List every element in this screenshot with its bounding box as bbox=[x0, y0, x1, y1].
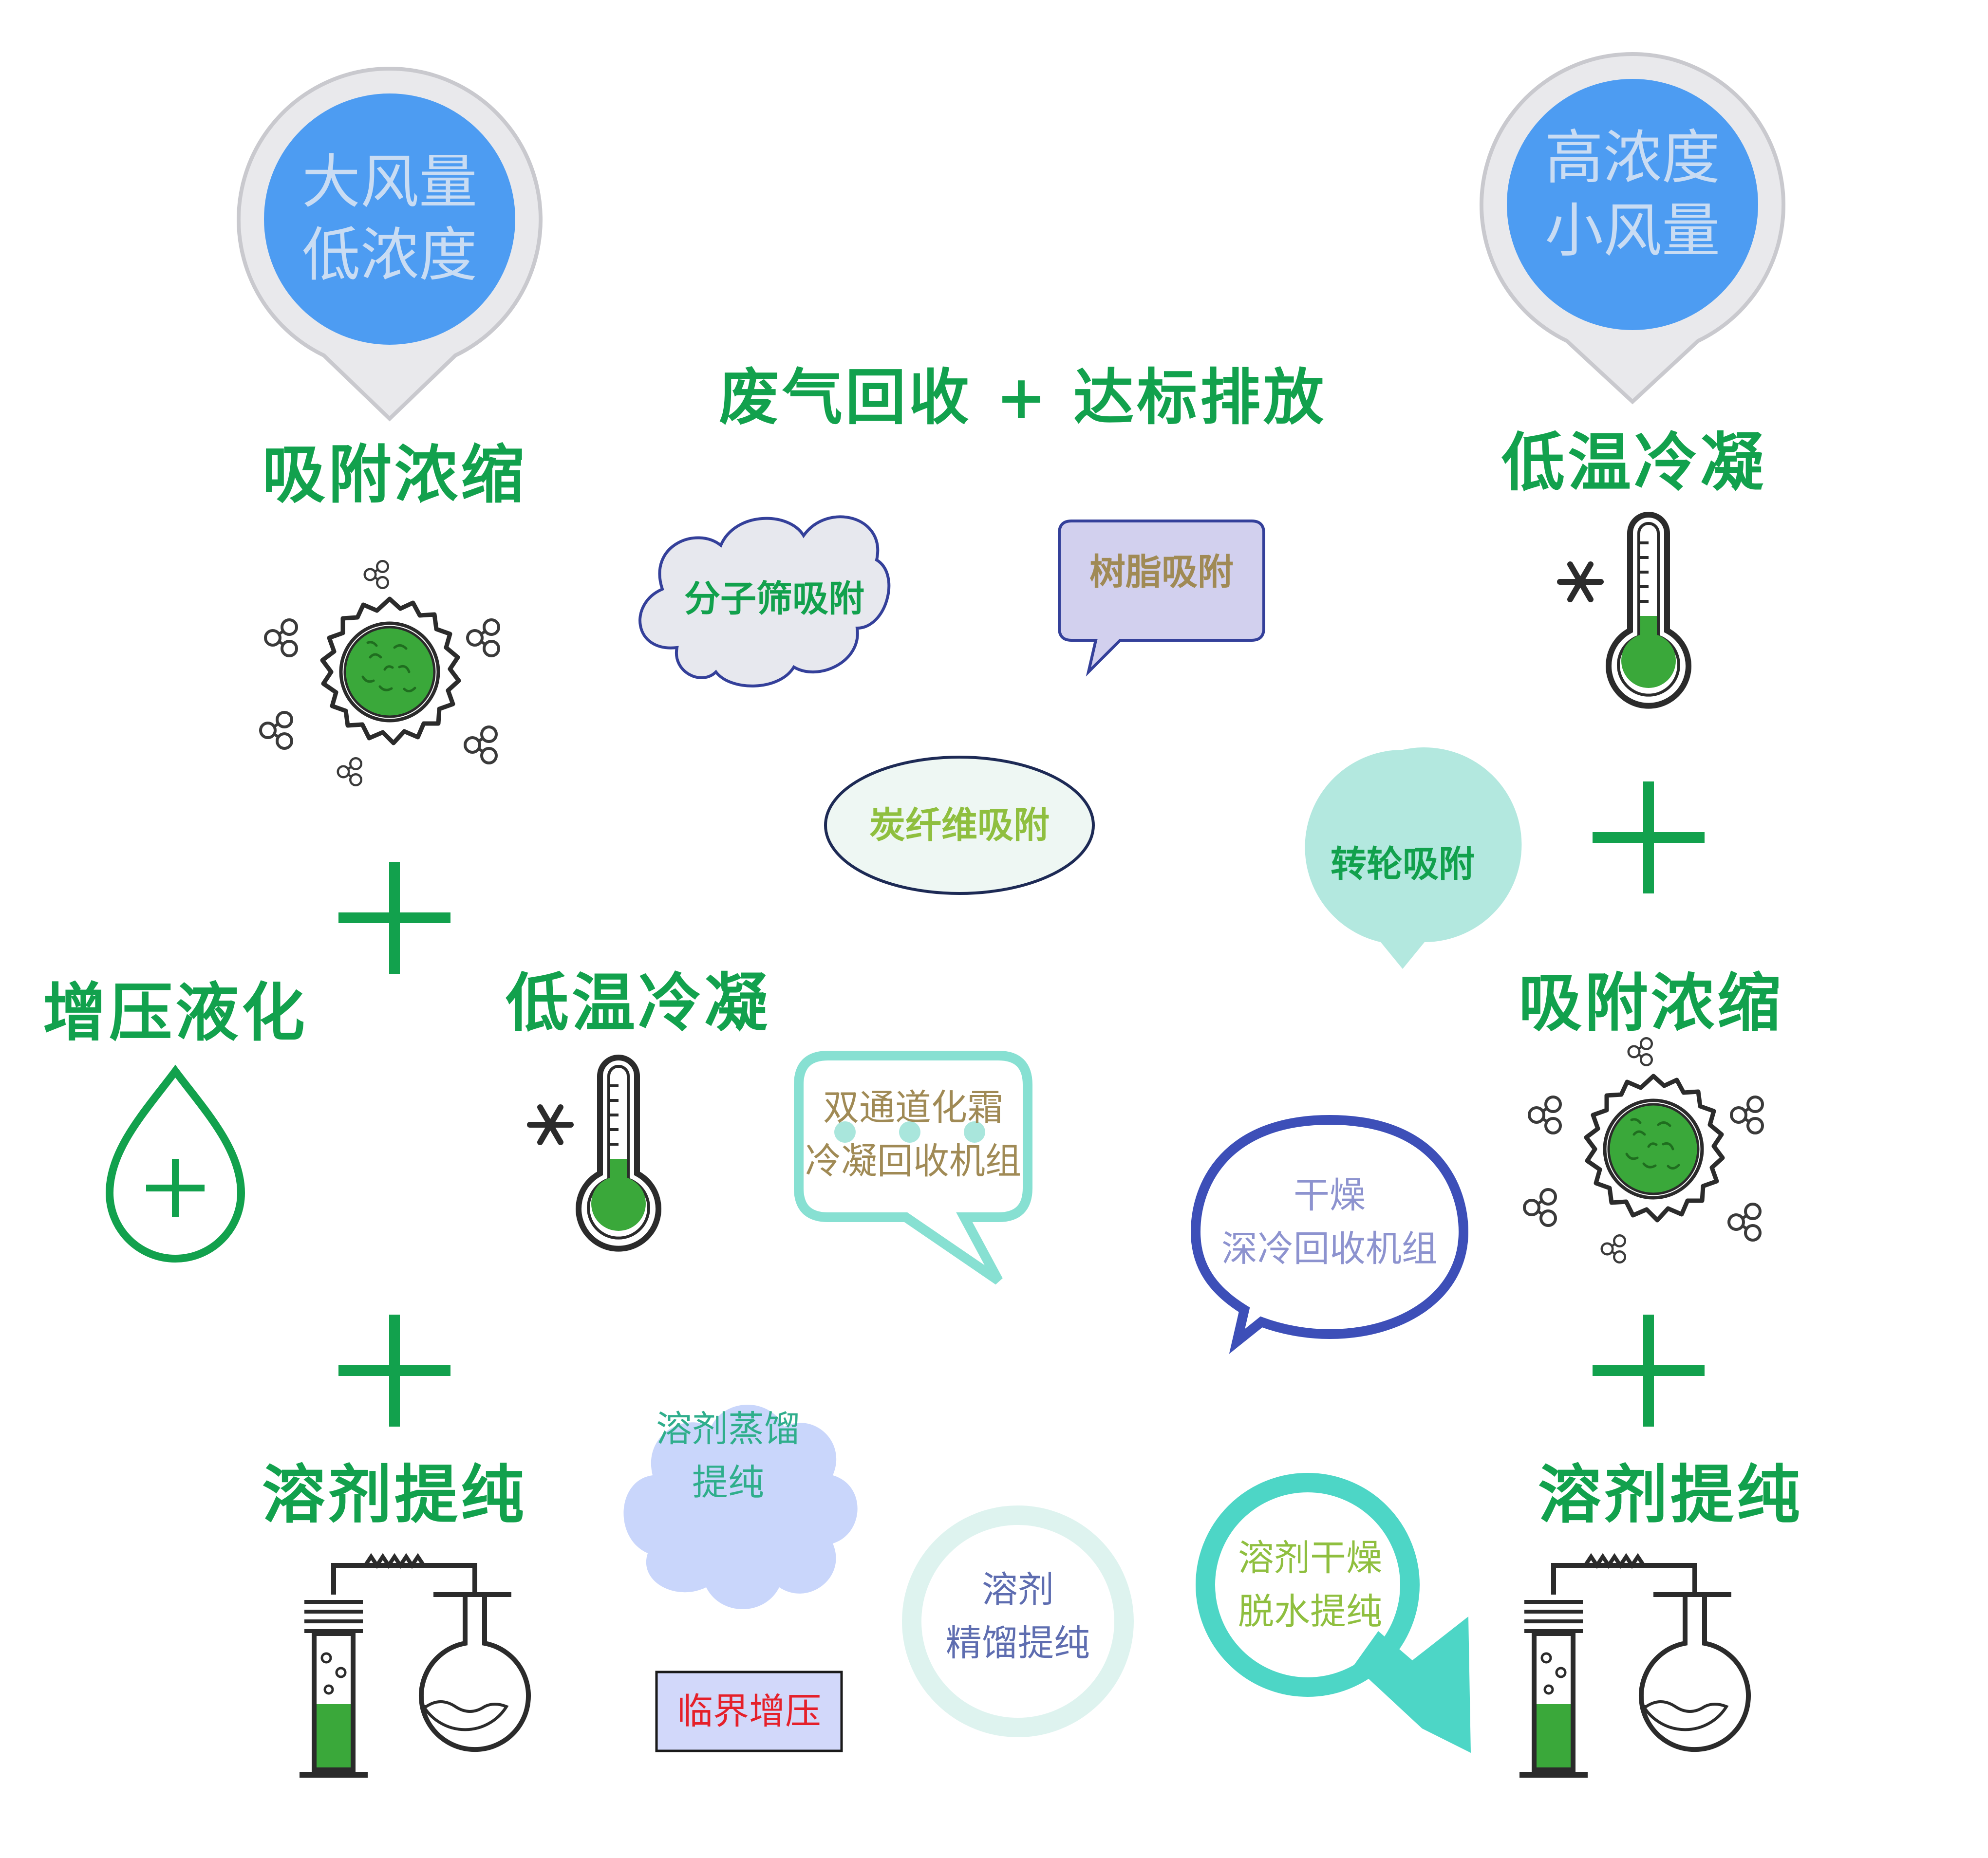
label-dual-channel-line2: 冷凝回收机组 bbox=[805, 1140, 1021, 1182]
label-dehydrate: 溶剂干燥 脱水提纯 bbox=[1208, 1531, 1412, 1638]
heading-left-pressurize: 增压液化 bbox=[42, 975, 308, 1050]
label-resin: 树脂吸附 bbox=[1089, 551, 1234, 593]
plus-icon-left-upper bbox=[338, 862, 450, 974]
flask-icon-left bbox=[300, 1557, 528, 1775]
heading-left-condense: 低温冷凝 bbox=[505, 966, 770, 1040]
label-dehydrate-line1: 溶剂干燥 bbox=[1238, 1537, 1382, 1579]
liquid-drop-icon bbox=[105, 1064, 245, 1263]
left-pin-shape bbox=[237, 66, 543, 422]
page-title: 废气回收 + 达标排放 bbox=[718, 362, 1327, 433]
label-rotor: 转轮吸附 bbox=[1331, 843, 1475, 885]
label-critical: 临界增压 bbox=[677, 1691, 821, 1732]
label-distill: 溶剂蒸馏 提纯 bbox=[628, 1402, 828, 1509]
label-rectify-line1: 溶剂 bbox=[982, 1569, 1054, 1611]
label-dehydrate-line2: 脱水提纯 bbox=[1238, 1591, 1382, 1633]
rotor-callout-shape bbox=[1305, 747, 1522, 969]
cloud-shape-molecular-sieve bbox=[638, 515, 891, 687]
right-pin-shape bbox=[1480, 52, 1785, 405]
label-dual-channel: 双通道化霜 冷凝回收机组 bbox=[779, 1081, 1047, 1188]
heading-left-purify: 溶剂提纯 bbox=[262, 1457, 527, 1532]
adsorption-icon-right bbox=[1524, 1038, 1763, 1263]
label-rectify: 溶剂 精馏提纯 bbox=[916, 1563, 1120, 1670]
left-pin-line1: 大风量 bbox=[302, 149, 477, 216]
thermometer-icon-right bbox=[1560, 515, 1688, 706]
heading-right-condense: 低温冷凝 bbox=[1501, 425, 1766, 500]
decor-dot bbox=[964, 1121, 985, 1143]
distill-cloud-shape bbox=[623, 1405, 858, 1609]
label-distill-line1: 溶剂蒸馏 bbox=[656, 1408, 800, 1450]
right-pin-line2: 小风量 bbox=[1545, 197, 1720, 265]
label-distill-line2: 提纯 bbox=[692, 1462, 764, 1504]
plus-icon-right-lower bbox=[1593, 1315, 1705, 1427]
carbon-fiber-ellipse bbox=[824, 756, 1095, 895]
dehydrate-arrow-shape bbox=[1196, 1473, 1471, 1753]
adsorption-icon-left bbox=[261, 561, 499, 785]
critical-box-shape bbox=[655, 1671, 843, 1752]
dual-channel-callout-shape bbox=[794, 1051, 1032, 1285]
flask-icon-right bbox=[1519, 1557, 1748, 1775]
label-carbon-fiber: 炭纤维吸附 bbox=[869, 804, 1050, 846]
heading-right-adsorb: 吸附浓缩 bbox=[1518, 966, 1783, 1040]
decor-dot bbox=[899, 1121, 920, 1143]
right-pin-text: 高浓度 小风量 bbox=[1516, 122, 1749, 268]
label-dry-line2: 深冷回收机组 bbox=[1221, 1228, 1438, 1270]
heading-left-adsorb: 吸附浓缩 bbox=[262, 437, 527, 512]
plus-icon-right-upper bbox=[1593, 781, 1705, 893]
label-rectify-line2: 精馏提纯 bbox=[946, 1622, 1090, 1664]
label-dry: 干燥 深冷回收机组 bbox=[1203, 1169, 1456, 1276]
heading-right-purify: 溶剂提纯 bbox=[1538, 1457, 1803, 1532]
label-dry-line1: 干燥 bbox=[1294, 1174, 1366, 1216]
thermometer-icon-left bbox=[530, 1058, 658, 1249]
label-molecular-sieve: 分子筛吸附 bbox=[684, 578, 864, 620]
left-pin-text: 大风量 低浓度 bbox=[273, 146, 506, 292]
right-pin-line1: 高浓度 bbox=[1545, 124, 1720, 192]
decor-dot bbox=[834, 1121, 856, 1143]
resin-callout-shape bbox=[1058, 520, 1265, 677]
plus-icon-left-lower bbox=[338, 1315, 450, 1427]
rectify-ring-shape bbox=[902, 1505, 1134, 1737]
label-dual-channel-line1: 双通道化霜 bbox=[823, 1087, 1003, 1129]
left-pin-line2: 低浓度 bbox=[302, 222, 477, 289]
dry-callout-shape bbox=[1190, 1115, 1469, 1354]
